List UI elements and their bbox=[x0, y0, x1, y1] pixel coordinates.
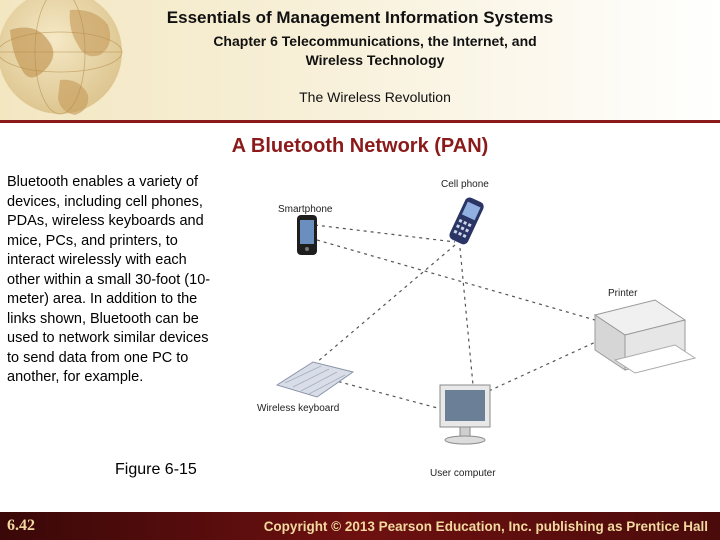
printer-label: Printer bbox=[608, 288, 638, 299]
keyboard-icon bbox=[275, 361, 355, 398]
smartphone-label: Smartphone bbox=[278, 204, 333, 215]
printer-icon bbox=[593, 299, 697, 374]
keyboard-label: Wireless keyboard bbox=[257, 403, 339, 414]
computer-label: User computer bbox=[430, 468, 496, 479]
section-title: The Wireless Revolution bbox=[299, 89, 451, 105]
body-paragraph: Bluetooth enables a variety of devices, … bbox=[7, 174, 211, 385]
course-title: Essentials of Management Information Sys… bbox=[166, 8, 554, 27]
page-number: 6.42 bbox=[7, 517, 35, 534]
cell-phone-icon bbox=[449, 197, 484, 245]
figure-caption: Figure 6-15 bbox=[115, 461, 197, 478]
computer-icon bbox=[439, 384, 491, 445]
copyright-notice: Copyright © 2013 Pearson Education, Inc.… bbox=[263, 519, 708, 534]
header-divider bbox=[0, 120, 720, 123]
link-smartphone-cellphone bbox=[314, 224, 456, 243]
link-printer-computer bbox=[479, 339, 601, 396]
slide-header: Essentials of Management Information Sys… bbox=[0, 0, 720, 120]
cell-phone-label: Cell phone bbox=[441, 179, 489, 190]
link-cellphone-computer bbox=[459, 247, 474, 386]
slide-title: A Bluetooth Network (PAN) bbox=[231, 135, 489, 157]
chapter-title: Chapter 6 Telecommunications, the Intern… bbox=[213, 33, 537, 68]
smartphone-icon bbox=[297, 215, 317, 255]
globe-icon bbox=[0, 0, 123, 115]
bluetooth-network-diagram: Smartphone Cell phone Printer Wireless k… bbox=[255, 170, 710, 482]
slide-footer: 6.42 Copyright © 2013 Pearson Education,… bbox=[0, 512, 720, 540]
